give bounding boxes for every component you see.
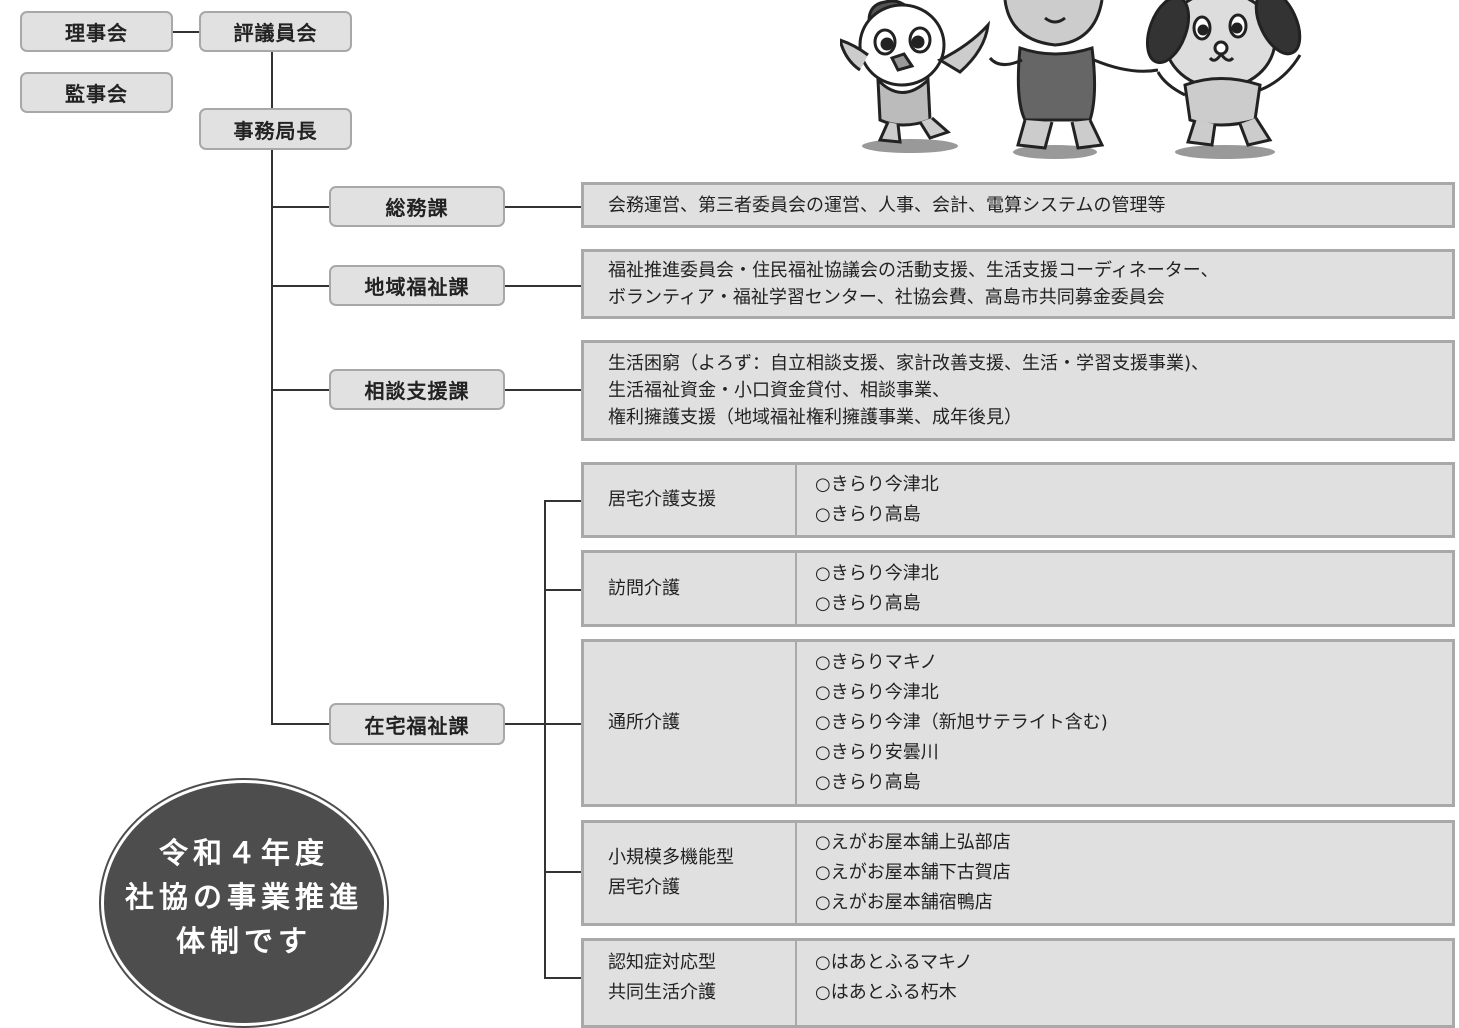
dept-sodan-shien: 相談支援課 bbox=[329, 369, 505, 410]
service-name: 通所介護 bbox=[584, 642, 797, 804]
desc-chiiki-fukushi: 福祉推進委員会・住民福祉協議会の活動支援、生活支援コーディネーター、 ボランティ… bbox=[581, 249, 1455, 319]
service-name-line: 認知症対応型 bbox=[608, 952, 716, 973]
service-name: 訪問介護 bbox=[584, 553, 797, 624]
service-site: ○きらり高島 bbox=[815, 772, 921, 793]
connector-branch-zaitaku bbox=[271, 723, 329, 725]
service-sites: ○きらりマキノ ○きらり今津北 ○きらり今津（新旭サテライト含む) ○きらり安曇… bbox=[797, 642, 1452, 804]
service-site: ○きらり今津北 bbox=[815, 474, 939, 495]
service-site: ○きらり今津（新旭サテライト含む) bbox=[815, 712, 1108, 733]
desc-line: 権利擁護支援（地域福祉権利擁護事業、成年後見） bbox=[608, 407, 1022, 428]
badge-line: 体制です bbox=[175, 924, 312, 958]
connector-somu-desc bbox=[505, 206, 581, 208]
connector-service-4 bbox=[544, 871, 581, 873]
service-site: ○きらりマキノ bbox=[815, 652, 938, 673]
badge-line: 令和４年度 bbox=[158, 836, 329, 870]
desc-somu: 会務運営、第三者委員会の運営、人事、会計、電算システムの管理等 bbox=[581, 182, 1455, 228]
dept-chiiki-fukushi: 地域福祉課 bbox=[329, 265, 505, 306]
connector-main-trunk bbox=[271, 150, 273, 724]
badge-line: 社協の事業推進 bbox=[124, 880, 363, 914]
connector-service-2 bbox=[544, 589, 581, 591]
fiscal-year-badge: 令和４年度 社協の事業推進 体制です bbox=[104, 783, 384, 1023]
desc-line: 会務運営、第三者委員会の運営、人事、会計、電算システムの管理等 bbox=[608, 194, 1166, 216]
service-site: ○はあとふる朽木 bbox=[815, 982, 957, 1003]
service-tsusho-kaigo: 通所介護 ○きらりマキノ ○きらり今津北 ○きらり今津（新旭サテライト含む) ○… bbox=[581, 639, 1455, 807]
service-sites: ○はあとふるマキノ ○はあとふる朽木 bbox=[797, 941, 1452, 1025]
service-site: ○きらり高島 bbox=[815, 592, 921, 614]
connector-branch-sodan bbox=[271, 389, 329, 391]
jimukyokucho-box: 事務局長 bbox=[199, 108, 352, 150]
desc-line: 福祉推進委員会・住民福祉協議会の活動支援、生活支援コーディネーター、 bbox=[608, 260, 1219, 281]
mascot-illustration bbox=[840, 0, 1302, 159]
service-site: ○えがお屋本舗宿鴨店 bbox=[815, 892, 993, 913]
mascot-bird-icon bbox=[840, 0, 991, 144]
service-name-line: 訪問介護 bbox=[608, 577, 680, 599]
service-name-line: 通所介護 bbox=[608, 712, 680, 733]
desc-sodan-shien: 生活困窮（よろず：自立相談支援、家計改善支援、生活・学習支援事業)、 生活福祉資… bbox=[581, 340, 1455, 441]
service-site: ○きらり高島 bbox=[815, 504, 921, 525]
dept-zaitaku-fukushi: 在宅福祉課 bbox=[329, 703, 505, 745]
dept-somu: 総務課 bbox=[329, 186, 505, 227]
service-shokibo-takinou: 小規模多機能型 居宅介護 ○えがお屋本舗上弘部店 ○えがお屋本舗下古賀店 ○えが… bbox=[581, 820, 1455, 926]
service-sites: ○えがお屋本舗上弘部店 ○えがお屋本舗下古賀店 ○えがお屋本舗宿鴨店 bbox=[797, 823, 1452, 923]
connector-sodan-desc bbox=[505, 389, 581, 391]
service-kyotaku-kaigo-shien: 居宅介護支援 ○きらり今津北 ○きらり高島 bbox=[581, 462, 1455, 538]
connector-chiiki-desc bbox=[505, 285, 581, 287]
service-ninchisho-group: 認知症対応型 共同生活介護 ○はあとふるマキノ ○はあとふる朽木 bbox=[581, 938, 1455, 1028]
connector-branch-somu bbox=[271, 206, 329, 208]
service-homon-kaigo: 訪問介護 ○きらり今津北 ○きらり高島 bbox=[581, 550, 1455, 627]
kanjikai-box: 監事会 bbox=[20, 72, 173, 113]
service-sites: ○きらり今津北 ○きらり高島 bbox=[797, 465, 1452, 535]
desc-line: 生活福祉資金・小口資金貸付、相談事業、 bbox=[608, 380, 950, 401]
service-site: ○はあとふるマキノ bbox=[815, 952, 973, 973]
service-site: ○きらり今津北 bbox=[815, 682, 939, 703]
connector-services-trunk bbox=[544, 500, 546, 978]
service-name: 認知症対応型 共同生活介護 bbox=[584, 941, 797, 1025]
connector-service-1 bbox=[544, 500, 581, 502]
service-name-line: 小規模多機能型 bbox=[608, 847, 734, 868]
mascot-dog-icon bbox=[1145, 0, 1302, 147]
service-name: 小規模多機能型 居宅介護 bbox=[584, 823, 797, 923]
service-site: ○きらり今津北 bbox=[815, 562, 939, 584]
rijikai-box: 理事会 bbox=[20, 11, 173, 52]
service-site: ○きらり安曇川 bbox=[815, 742, 939, 763]
connector-zaitaku-services bbox=[505, 723, 581, 725]
connector-rijikai-hyogiinkai bbox=[173, 31, 199, 33]
mascot-bear-icon bbox=[988, 0, 1159, 150]
hyogiinkai-box: 評議員会 bbox=[199, 11, 352, 52]
service-name: 居宅介護支援 bbox=[584, 465, 797, 535]
connector-service-5 bbox=[544, 977, 581, 979]
service-name-line: 共同生活介護 bbox=[608, 982, 716, 1003]
connector-branch-chiiki bbox=[271, 285, 329, 287]
service-name-line: 居宅介護 bbox=[608, 877, 680, 898]
desc-line: ボランティア・福祉学習センター、社協会費、高島市共同募金委員会 bbox=[608, 287, 1165, 308]
desc-line: 生活困窮（よろず：自立相談支援、家計改善支援、生活・学習支援事業)、 bbox=[608, 353, 1210, 374]
service-sites: ○きらり今津北 ○きらり高島 bbox=[797, 553, 1452, 624]
service-name-line: 居宅介護支援 bbox=[608, 489, 716, 510]
service-site: ○えがお屋本舗下古賀店 bbox=[815, 862, 1011, 883]
service-site: ○えがお屋本舗上弘部店 bbox=[815, 832, 1011, 853]
connector-hyogiinkai-jimukyokucho bbox=[271, 52, 273, 108]
